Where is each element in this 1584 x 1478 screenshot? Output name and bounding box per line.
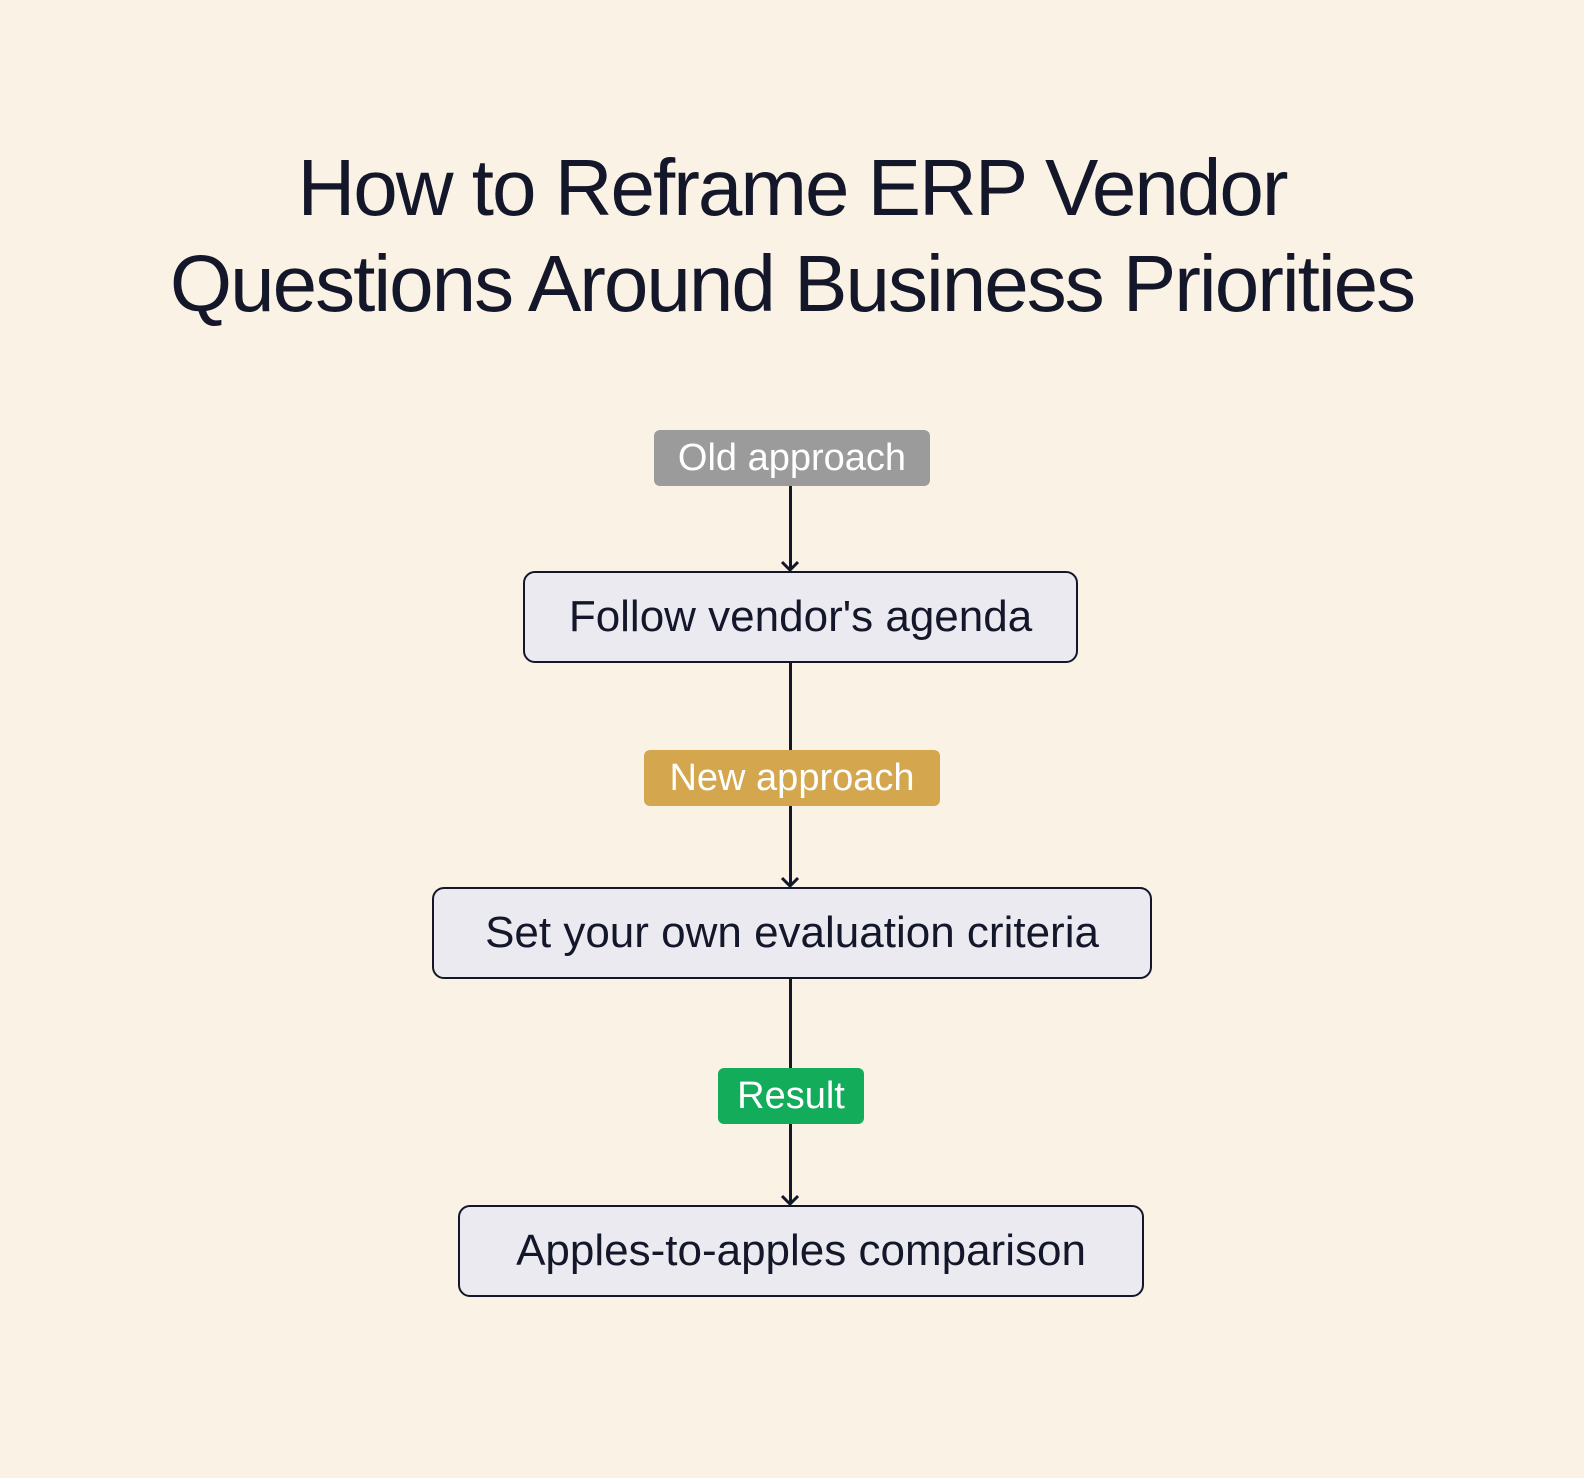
connector-line xyxy=(789,1124,792,1204)
label-old-approach: Old approach xyxy=(654,430,930,486)
step-box-apples-to-apples: Apples-to-apples comparison xyxy=(458,1205,1144,1297)
label-result: Result xyxy=(718,1068,864,1124)
step-box-follow-vendor-agenda: Follow vendor's agenda xyxy=(523,571,1078,663)
connector-line xyxy=(789,979,792,1068)
connector-line xyxy=(789,663,792,750)
arrow-down-icon xyxy=(781,1188,799,1206)
connector-line xyxy=(789,806,792,886)
arrow-down-icon xyxy=(781,554,799,572)
arrow-down-icon xyxy=(781,870,799,888)
step-box-set-evaluation-criteria: Set your own evaluation criteria xyxy=(432,887,1152,979)
connector-line xyxy=(789,486,792,570)
label-new-approach: New approach xyxy=(644,750,940,806)
diagram-title: How to Reframe ERP Vendor Questions Arou… xyxy=(169,143,1416,328)
